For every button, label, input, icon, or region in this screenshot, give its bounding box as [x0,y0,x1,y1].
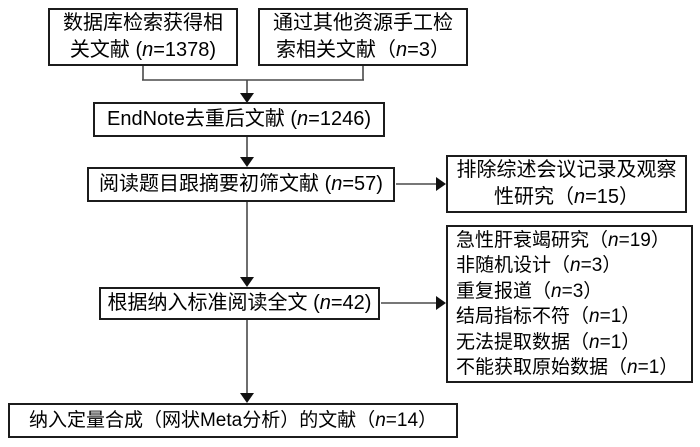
box-included-final: 纳入定量合成（网状Meta分析）的文献（n=14） [8,403,458,438]
excluded-fulltext-line: 无法提取数据（n=1） [456,331,641,353]
box-excluded-reviews-label: 排除综述会议记录及观察性研究（n=15） [456,159,677,208]
box-database-search-label: 数据库检索获得相关文献 (n=1378) [63,12,223,61]
box-database-search: 数据库检索获得相关文献 (n=1378) [48,8,238,66]
arrowhead-to-fulltext [240,277,254,287]
box-fulltext-review-label: 根据纳入标准阅读全文 (n=42) [107,292,372,314]
box-title-abstract-screen: 阅读题目跟摘要初筛文献 (n=57) [87,167,395,202]
excluded-fulltext-line: 不能获取原始数据（n=1） [456,357,679,378]
box-manual-search: 通过其他资源手工检索相关文献（n=3） [258,8,468,66]
excluded-fulltext-line: 急性肝衰竭研究（n=19） [456,229,670,251]
box-excluded-fulltext: 急性肝衰竭研究（n=19） 非随机设计（n=3） 重复报道（n=3） 结局指标不… [446,225,693,383]
box-fulltext-review: 根据纳入标准阅读全文 (n=42) [99,287,380,320]
box-manual-search-label: 通过其他资源手工检索相关文献（n=3） [273,12,453,61]
box-deduplicated-label: EndNote去重后文献 (n=1246) [106,108,372,130]
arrowhead-to-exclude1 [436,177,446,191]
arrowhead-to-screen [240,157,254,167]
excluded-fulltext-line: 非随机设计（n=3） [456,255,622,276]
excluded-fulltext-line: 结局指标不符（n=1） [456,306,641,327]
arrowhead-to-exclude2 [436,296,446,310]
box-deduplicated: EndNote去重后文献 (n=1246) [93,102,385,137]
arrowhead-to-included [240,393,254,403]
arrowhead-to-dedup [240,93,254,103]
excluded-fulltext-line: 重复报道（n=3） [456,280,603,302]
box-included-final-label: 纳入定量合成（网状Meta分析）的文献（n=14） [28,410,438,431]
box-excluded-reviews: 排除综述会议记录及观察性研究（n=15） [446,155,687,213]
box-title-abstract-screen-label: 阅读题目跟摘要初筛文献 (n=57) [99,173,383,195]
